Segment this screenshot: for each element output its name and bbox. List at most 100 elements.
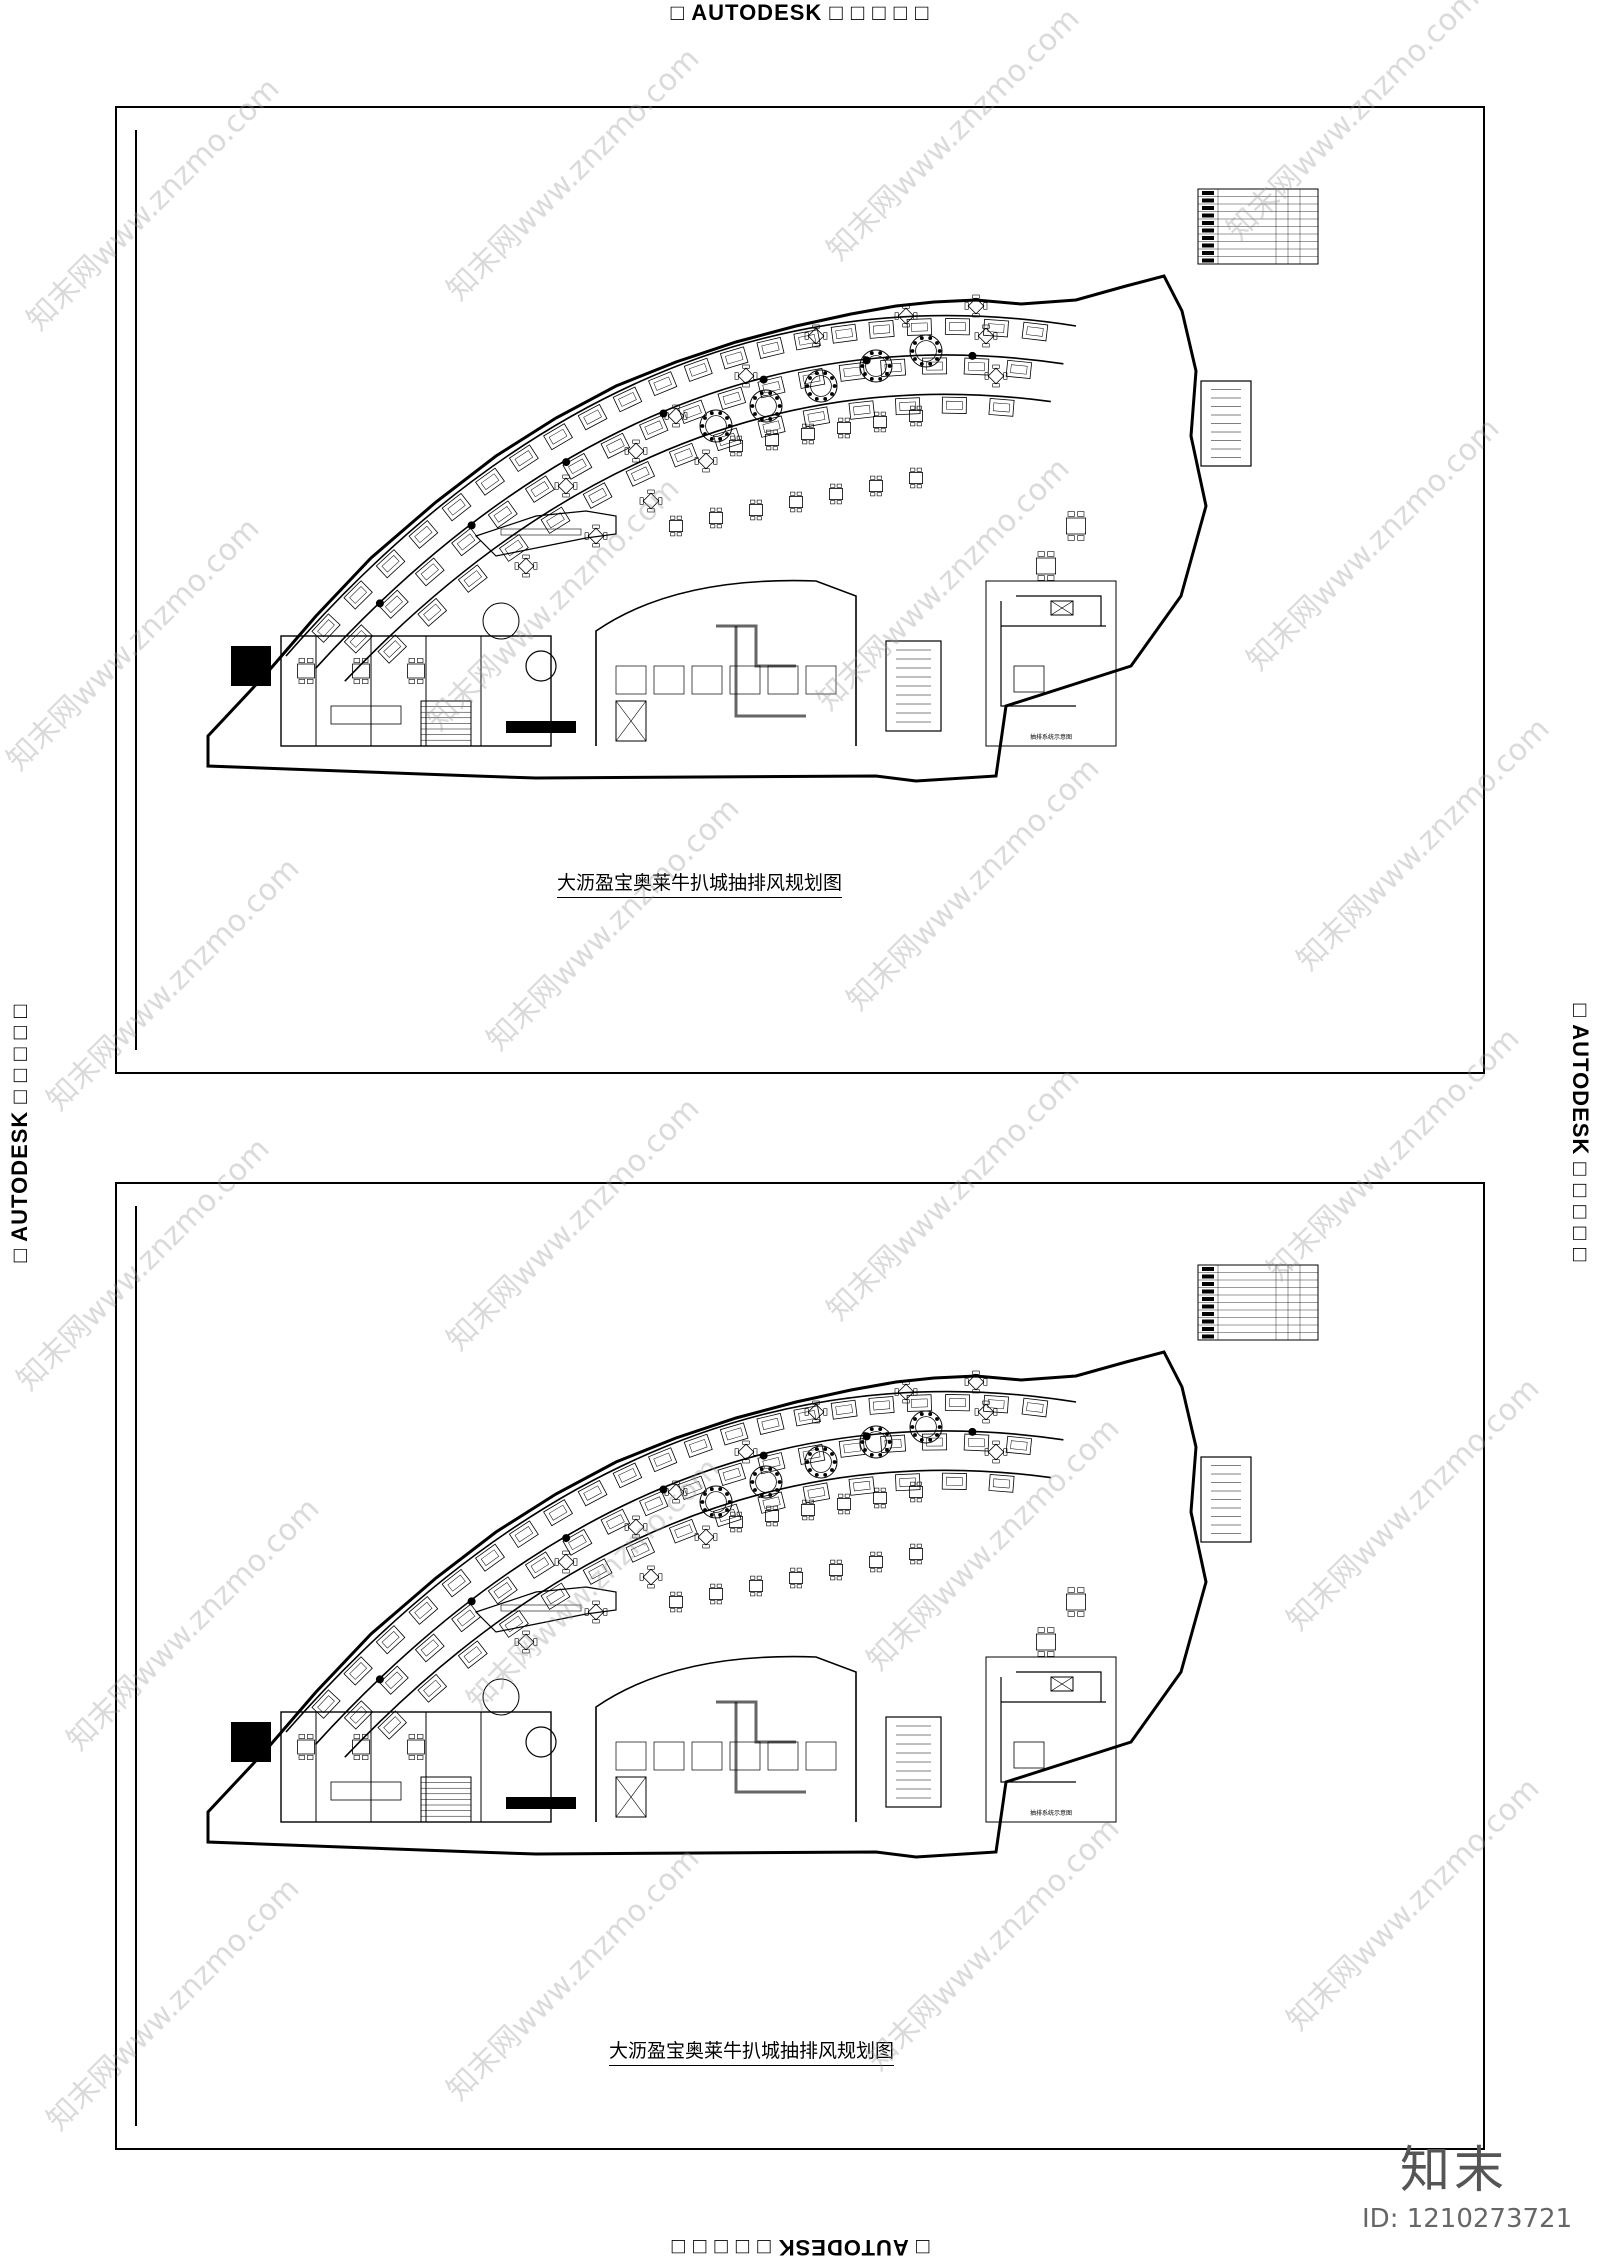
chair-icon xyxy=(772,1522,778,1527)
chair-icon xyxy=(742,1440,750,1445)
kitchen-wall xyxy=(595,579,857,746)
chair-icon xyxy=(514,1638,519,1646)
table-icon xyxy=(381,1631,400,1649)
chair-icon xyxy=(974,1408,979,1416)
chair-icon xyxy=(716,507,722,512)
table-icon xyxy=(829,1564,844,1576)
column-icon xyxy=(759,1451,768,1460)
chair-icon xyxy=(742,383,750,388)
chair-icon xyxy=(632,458,640,463)
chair-icon xyxy=(672,1480,680,1485)
table-icon xyxy=(910,322,928,332)
table-icon xyxy=(837,1498,852,1510)
chair-icon xyxy=(910,1425,915,1429)
booth-icon xyxy=(625,1537,656,1563)
booth-icon xyxy=(757,376,786,399)
chair-icon xyxy=(353,1755,360,1760)
booth-icon xyxy=(377,1710,408,1740)
table-icon xyxy=(789,1572,804,1584)
kitchen-equipment xyxy=(653,665,685,695)
booth-icon xyxy=(717,1462,747,1486)
booth-icon xyxy=(408,1596,439,1625)
booth-icon xyxy=(451,1603,482,1633)
legend-swatch xyxy=(1202,1274,1214,1279)
chair-icon xyxy=(830,1576,836,1581)
table-icon xyxy=(456,1609,476,1627)
round-desk xyxy=(482,1678,520,1716)
bar-counter xyxy=(474,510,617,557)
chair-icon xyxy=(768,417,773,421)
table-icon xyxy=(546,512,565,529)
legend-table xyxy=(1197,188,1319,265)
chair-icon xyxy=(702,1544,710,1549)
chair-icon xyxy=(658,1573,663,1581)
round-table-icon xyxy=(804,369,838,403)
chair-icon xyxy=(777,404,782,408)
chair-icon xyxy=(982,1400,990,1405)
square-table-icon xyxy=(977,1403,995,1421)
table-icon xyxy=(884,363,902,373)
chair-icon xyxy=(700,1500,705,1504)
table-icon xyxy=(317,1695,335,1714)
chair-icon xyxy=(983,302,988,310)
detail-caption: 抽排系统示意图 xyxy=(1030,733,1072,741)
table-icon xyxy=(1066,517,1087,535)
chair-icon xyxy=(670,1608,676,1613)
chair-icon xyxy=(885,372,889,376)
chair-icon xyxy=(887,1440,892,1444)
round-table-icon xyxy=(865,1431,887,1453)
table-icon xyxy=(873,1492,888,1504)
chair-icon xyxy=(709,1487,714,1491)
table-icon xyxy=(606,438,625,454)
table-icon xyxy=(722,1467,741,1481)
table-icon xyxy=(683,404,702,419)
table-icon xyxy=(568,458,587,475)
kitchen-equipment xyxy=(729,1741,761,1771)
booth-icon xyxy=(906,1394,932,1412)
chair-icon xyxy=(983,1378,988,1386)
chair-icon xyxy=(808,423,814,428)
booth-icon xyxy=(375,549,406,579)
chair-icon xyxy=(777,1480,782,1484)
chair-icon xyxy=(863,1448,867,1452)
chair-icon xyxy=(766,429,772,434)
round-table-icon xyxy=(909,334,943,368)
chair-icon xyxy=(814,1447,819,1451)
table-icon xyxy=(349,586,367,604)
booth-icon xyxy=(683,1433,713,1458)
booth-icon xyxy=(408,520,439,549)
chair-icon xyxy=(838,417,844,422)
booth-icon xyxy=(941,1472,967,1490)
table-icon xyxy=(761,1417,780,1431)
detail-frame xyxy=(985,580,1117,747)
chair-icon xyxy=(362,658,369,663)
booth-icon xyxy=(343,580,373,610)
detail-duct xyxy=(1000,595,1106,707)
booth-icon xyxy=(838,1438,866,1458)
chair-icon xyxy=(716,1583,722,1588)
column-icon xyxy=(467,1597,476,1606)
square-table-icon xyxy=(627,1518,645,1536)
chair-icon xyxy=(972,1389,980,1394)
chair-icon xyxy=(830,1468,834,1472)
legend-swatch xyxy=(1202,1334,1214,1339)
booth-icon xyxy=(922,1433,948,1451)
chair-icon xyxy=(1077,511,1085,517)
booth-icon xyxy=(508,1520,539,1549)
chair-icon xyxy=(919,336,924,340)
chair-icon xyxy=(703,1508,707,1512)
chair-icon xyxy=(766,446,772,451)
table-icon xyxy=(869,480,884,492)
chair-icon xyxy=(808,440,814,445)
chair-icon xyxy=(916,467,922,472)
chair-icon xyxy=(913,357,917,361)
chair-icon xyxy=(670,1591,676,1596)
booth-icon xyxy=(678,1475,708,1500)
table-icon xyxy=(463,570,482,588)
booth-icon xyxy=(963,357,990,376)
square-table-icon xyxy=(517,1633,535,1651)
round-table-icon xyxy=(755,1471,777,1493)
booth-icon xyxy=(719,346,749,370)
chair-icon xyxy=(812,1419,820,1424)
chair-icon xyxy=(830,483,836,488)
